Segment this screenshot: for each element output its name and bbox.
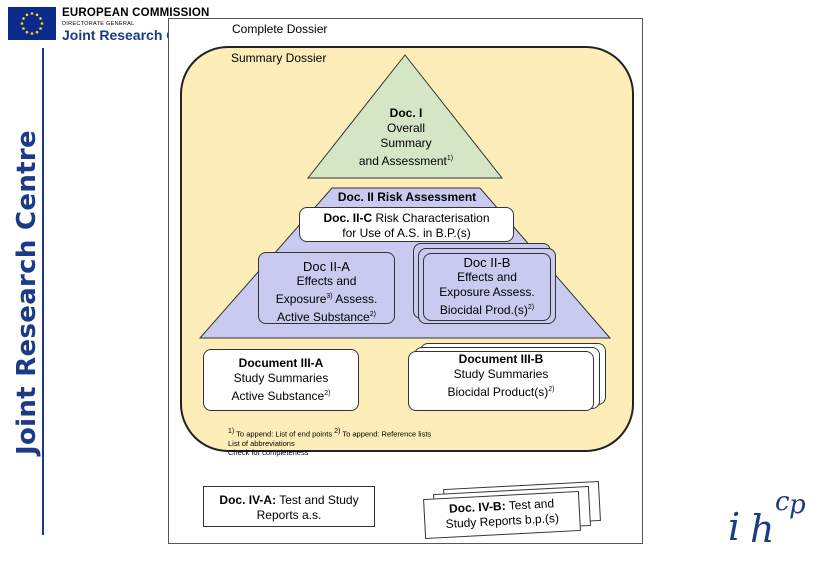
footnote: 1) To append: List of end points 2) To a…: [228, 427, 528, 457]
ihcp-logo-p: p: [789, 490, 806, 520]
footnote-line3: Check for completeness: [228, 447, 309, 457]
doc2b-line3: Biocidal Prod.(s): [439, 303, 528, 317]
doc2b-title: Doc II-B: [463, 255, 511, 270]
doc2a-sup3: 3): [326, 293, 333, 300]
doc3a-line2: Active Substance: [231, 389, 325, 403]
doc2a-line2a: Exposure: [275, 292, 327, 306]
footnote-text1: To append: List of end points: [234, 429, 335, 439]
ihcp-logo-c: c: [775, 487, 790, 517]
complete-dossier-label: Complete Dossier: [232, 22, 328, 36]
doc2a-box: Doc II-A Effects and Exposure3) Assess. …: [258, 252, 395, 324]
logo-commission-text: EUROPEAN COMMISSION: [62, 7, 210, 19]
doc2a-sup2: 2): [369, 311, 376, 318]
side-divider: [42, 48, 44, 535]
doc2-title: Doc. II Risk Assessment: [337, 190, 477, 204]
ihcp-logo-i: i: [728, 505, 741, 549]
doc1-line2: Summary: [380, 136, 432, 150]
footnote-sup2: 2): [334, 428, 341, 435]
doc2c-bold: Doc. II-C: [323, 211, 373, 225]
doc2a-line3: Active Substance: [277, 310, 370, 324]
ihcp-logo-h: h: [750, 507, 775, 551]
doc2b-sup2: 2): [527, 304, 535, 311]
doc2b-line1: Effects and: [457, 270, 517, 284]
summary-dossier-label: Summary Dossier: [231, 51, 327, 65]
doc1-text: Doc. I Overall Summary and Assessment1): [344, 106, 468, 169]
doc3b-box: Document III-B Study Summaries Biocidal …: [408, 351, 594, 411]
footnote-sup1: 1): [228, 428, 235, 435]
eu-flag-icon: [8, 7, 56, 40]
doc2c-box: Doc. II-C Risk Characterisation for Use …: [299, 207, 514, 242]
doc2a-title: Doc II-A: [303, 259, 350, 274]
doc2c-line2: for Use of A.S. in B.P.(s): [342, 226, 471, 240]
doc4b-rest: Test and: [505, 496, 555, 513]
doc2a-line1: Effects and: [296, 274, 357, 288]
doc4b-box: Doc. IV-B: Test and Study Reports b.p.(s…: [423, 490, 581, 540]
doc3a-sup2: 2): [324, 390, 331, 397]
doc2a-line2b: Assess.: [332, 292, 378, 306]
footnote-text2: To append: Reference lists: [340, 429, 432, 439]
doc3a-line1: Study Summaries: [233, 371, 329, 385]
doc3b-line2: Biocidal Product(s): [447, 385, 549, 399]
doc3b-line1: Study Summaries: [453, 367, 549, 381]
doc4a-box: Doc. IV-A: Test and Study Reports a.s.: [203, 486, 375, 527]
doc3b-title: Document III-B: [458, 352, 544, 366]
doc1-triangle: [306, 54, 504, 179]
doc4a-line2: Reports a.s.: [256, 508, 322, 522]
logo-dg-text: DIRECTORATE GENERAL: [62, 21, 135, 27]
doc2b-box: Doc II-B Effects and Exposure Assess. Bi…: [423, 253, 551, 321]
doc4a-bold: Doc. IV-A:: [219, 493, 277, 507]
doc3a-box: Document III-A Study Summaries Active Su…: [203, 349, 359, 411]
doc1-sup: 1): [446, 155, 454, 162]
doc3a-title: Document III-A: [238, 356, 324, 370]
doc4a-rest: Test and Study: [276, 493, 359, 507]
doc2c-rest: Risk Characterisation: [372, 211, 490, 225]
doc2b-line2: Exposure Assess.: [439, 285, 535, 299]
doc1-title: Doc. I: [389, 106, 423, 120]
doc3b-sup2: 2): [548, 386, 555, 393]
doc1-line1: Overall: [386, 121, 425, 135]
footnote-line2: List of abbreviations: [228, 438, 295, 448]
doc1-line3: and Assessment: [358, 154, 447, 168]
